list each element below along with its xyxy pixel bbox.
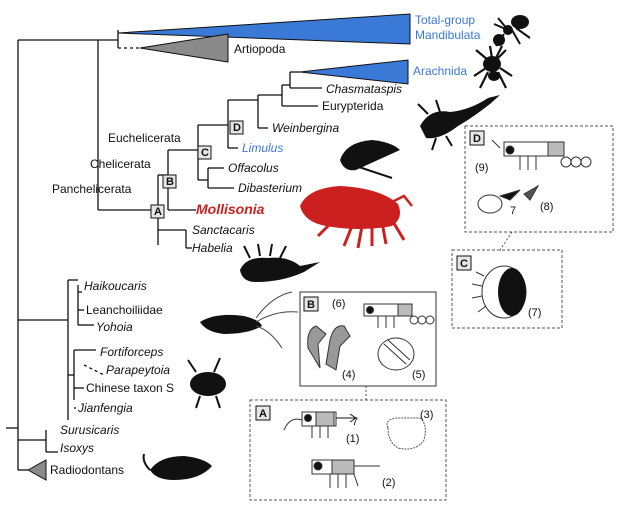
radiodontans-wedge — [26, 459, 47, 481]
taxon-dibasterium: Dibasterium — [238, 181, 302, 195]
svg-text:(2): (2) — [382, 477, 395, 489]
taxon-limulus: Limulus — [242, 141, 283, 155]
horseshoe-crab-silhouette-icon — [340, 140, 400, 179]
habelia-silhouette-icon — [240, 243, 320, 282]
svg-text:D: D — [233, 122, 241, 134]
inset-a-upper-body-icon — [283, 411, 357, 438]
svg-text:C: C — [201, 147, 209, 159]
clade-chelicerata: Chelicerata — [90, 157, 151, 171]
taxon-sanctacaris: Sanctacaris — [192, 223, 255, 237]
inset-d-appendage-icon — [477, 184, 540, 214]
svg-text:A: A — [259, 408, 267, 420]
inset-d-body-diagram-icon — [491, 139, 592, 170]
svg-text:(3): (3) — [420, 409, 433, 421]
taxon-habelia: Habelia — [192, 241, 233, 255]
inset-a-outline-icon — [386, 417, 426, 450]
ant-silhouette-icon — [493, 15, 531, 47]
inset-c-panel: C (7) — [451, 249, 563, 329]
tree-branches — [6, 30, 322, 471]
taxon-leanchoiliidae: Leanchoiliidae — [86, 303, 163, 317]
taxon-radiodontans: Radiodontans — [50, 463, 124, 477]
node-d: D — [229, 120, 244, 135]
taxon-mollisonia: Mollisonia — [196, 201, 265, 217]
radiodont-silhouette-icon — [142, 453, 212, 480]
svg-text:(6): (6) — [332, 298, 345, 310]
svg-text:B: B — [307, 299, 315, 311]
taxon-isoxys: Isoxys — [60, 441, 94, 455]
svg-text:D: D — [473, 133, 481, 145]
clade-panchelicerata: Panchelicerata — [52, 182, 132, 196]
svg-text:(9): (9) — [475, 162, 488, 174]
arachnida-wedge — [299, 59, 409, 85]
svg-text:(8): (8) — [540, 201, 553, 213]
dashed-branches — [83, 47, 140, 376]
svg-text:(4): (4) — [342, 369, 355, 381]
inset-b-panel: B (6) (4) (5) — [299, 291, 437, 387]
eurypterid-silhouette-icon — [417, 95, 500, 151]
inset-c-appendage-icon — [471, 265, 527, 319]
node-c: C — [197, 145, 212, 160]
taxon-fortiforceps: Fortiforceps — [100, 345, 163, 359]
inset-b-appendage-icon — [377, 337, 415, 371]
inset-a-panel: A 7 (1) (3) (2) — [249, 399, 447, 501]
leanchoiliid-silhouette-icon — [200, 291, 299, 349]
taxon-weinbergina: Weinbergina — [272, 121, 339, 135]
taxon-offacolus: Offacolus — [228, 161, 279, 175]
svg-text:(1): (1) — [346, 433, 359, 445]
spider-silhouette-icon — [473, 45, 513, 89]
taxon-haikoucaris: Haikoucaris — [84, 279, 147, 293]
inset-b-chelicera-icon — [307, 325, 351, 371]
taxon-yohoia: Yohoia — [96, 320, 133, 334]
mollisonia-silhouette-icon — [300, 186, 413, 249]
svg-text:(5): (5) — [412, 369, 425, 381]
svg-text:7: 7 — [352, 416, 358, 428]
great-appendage-silhouette-icon — [187, 357, 226, 409]
taxon-jianfengia: Jianfengia — [77, 401, 133, 415]
svg-text:7: 7 — [510, 205, 516, 217]
taxon-total-group: Total-group — [415, 13, 475, 27]
svg-text:A: A — [154, 206, 162, 218]
taxon-surusicaris: Surusicaris — [60, 423, 119, 437]
svg-text:B: B — [166, 176, 174, 188]
node-b: B — [162, 174, 177, 189]
inset-d-connector — [499, 231, 513, 251]
svg-text:(7): (7) — [528, 307, 541, 319]
taxon-chinese-taxon-s: Chinese taxon S — [86, 381, 174, 395]
taxon-eurypterida: Eurypterida — [322, 99, 384, 113]
taxon-arachnida: Arachnida — [413, 64, 467, 78]
taxon-parapeytoia: Parapeytoia — [106, 363, 170, 377]
taxon-artiopoda: Artiopoda — [234, 42, 286, 56]
inset-b-body-diagram-icon — [363, 303, 435, 328]
mandibulata-wedge — [117, 13, 411, 45]
inset-a-lower-body-icon — [311, 459, 380, 488]
svg-text:C: C — [460, 258, 468, 270]
artiopoda-wedge — [139, 33, 229, 63]
clade-euchelicerata: Euchelicerata — [108, 131, 181, 145]
inset-d-panel: D (9) 7 (8) — [464, 125, 614, 233]
node-a: A — [150, 204, 165, 219]
taxon-mandibulata: Mandibulata — [415, 28, 481, 42]
taxon-chasmataspis: Chasmataspis — [326, 82, 402, 96]
